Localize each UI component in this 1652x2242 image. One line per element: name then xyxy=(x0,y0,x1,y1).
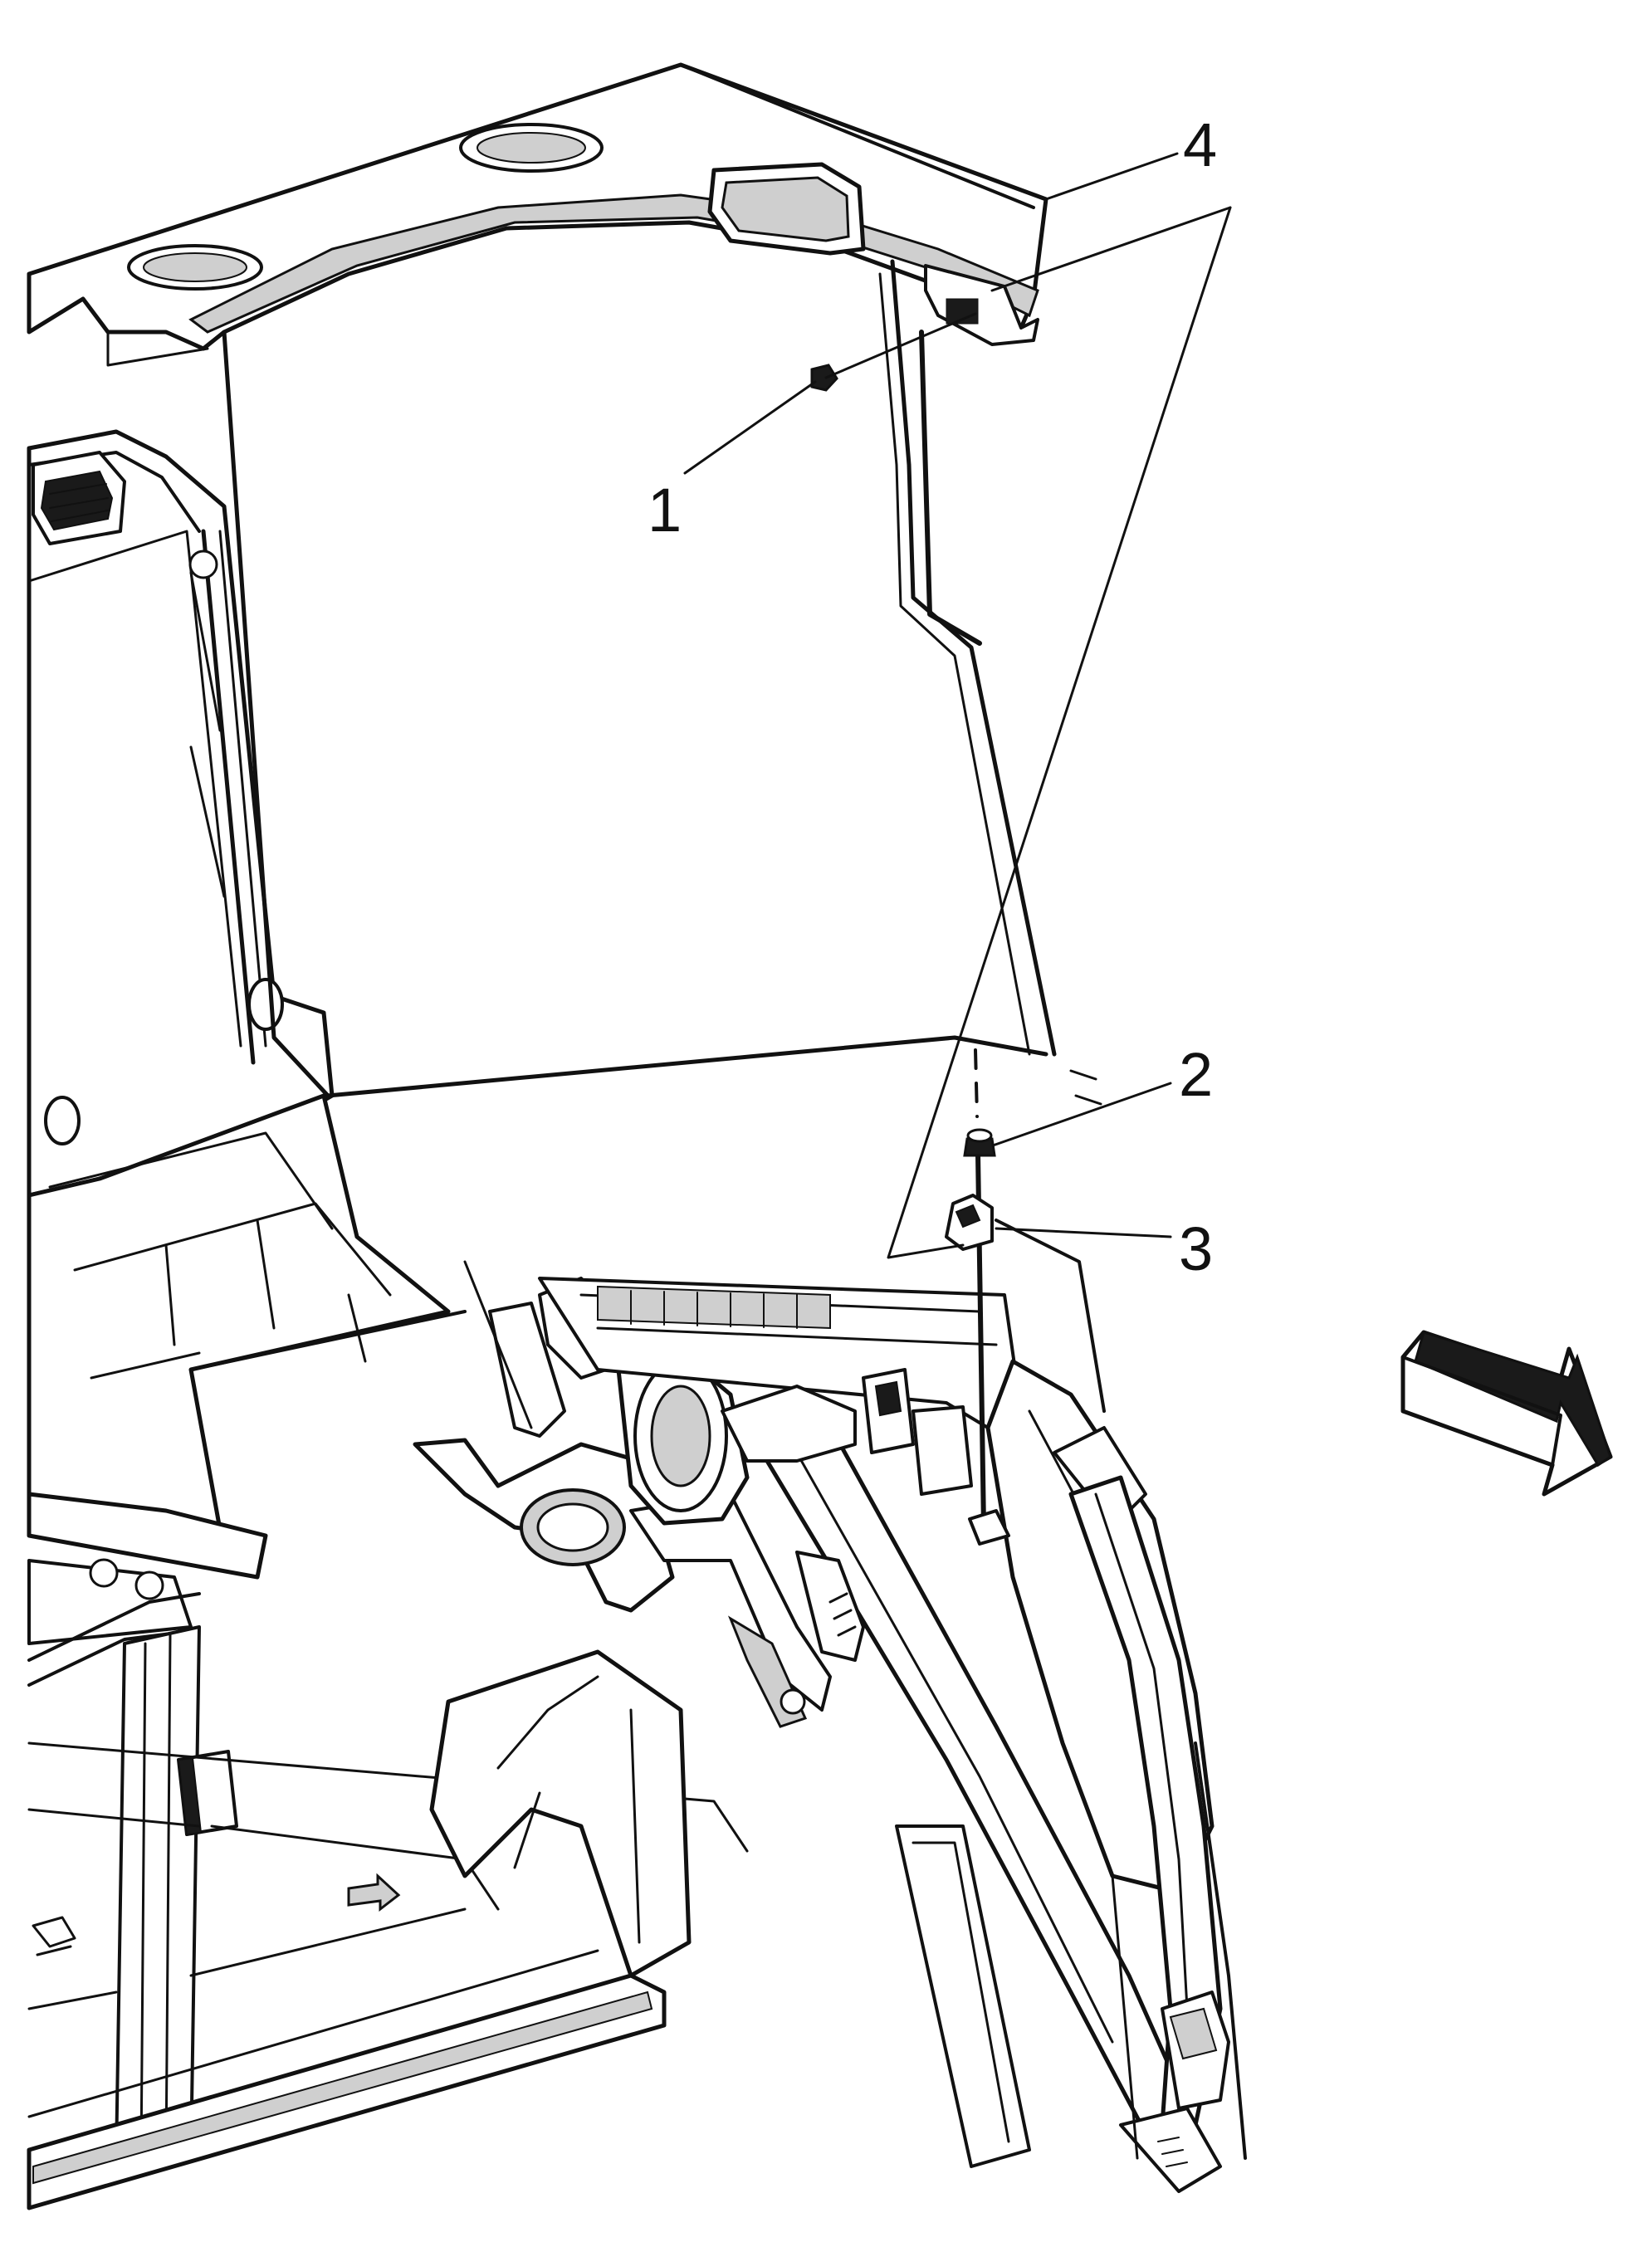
callout-4: 4 xyxy=(1183,110,1217,179)
front-of-vehicle-arrow-icon xyxy=(1400,1330,1613,1497)
seatbelt-retractor-assembly xyxy=(413,1260,1023,1728)
right-pillar-trim xyxy=(895,1219,1247,2193)
part-1-fastener xyxy=(810,312,977,392)
rear-window-opening xyxy=(222,259,1057,1098)
callout-1: 1 xyxy=(648,476,682,545)
rear-compartment xyxy=(27,1093,749,2210)
fastener-explosion xyxy=(887,206,1232,1546)
callout-2: 2 xyxy=(1179,1040,1213,1109)
left-quarter-trim xyxy=(27,429,335,1198)
upper-trim-panel xyxy=(27,62,1048,367)
callout-3: 3 xyxy=(1179,1214,1213,1283)
leader-lines xyxy=(683,152,1179,1238)
